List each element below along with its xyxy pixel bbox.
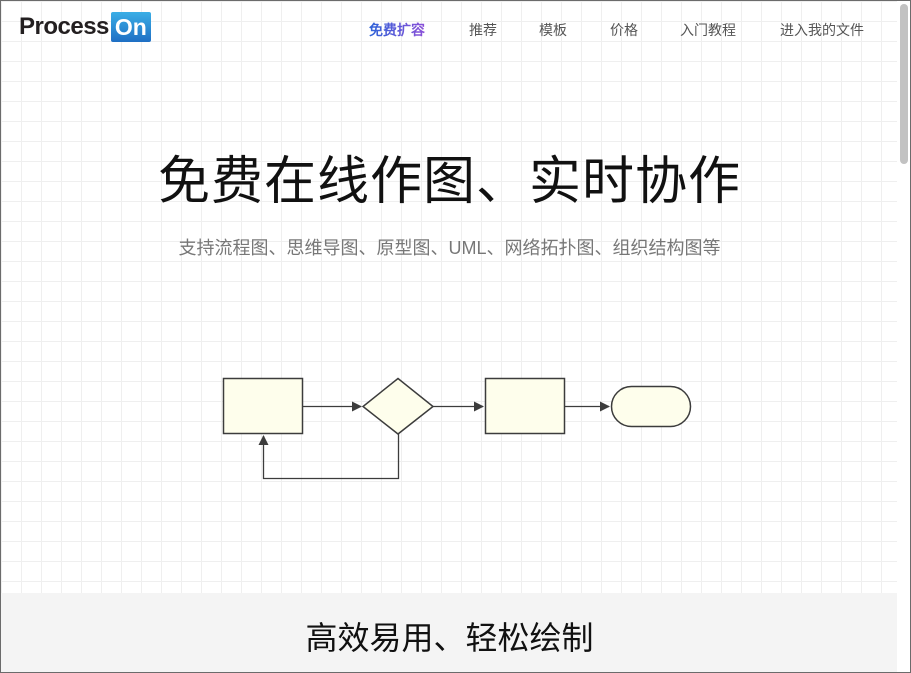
hero-title: 免费在线作图、实时协作: [157, 153, 741, 211]
logo-badge: On: [110, 12, 151, 42]
processon-logo[interactable]: Process On: [19, 11, 151, 43]
scrollbar-thumb[interactable]: [900, 4, 908, 164]
flowchart-illustration: [222, 377, 692, 480]
loop-back-arrow: [258, 434, 400, 480]
top-header: Process On 免费扩容 推荐 模板 价格 入门教程 进入我的文件: [1, 1, 898, 59]
nav-free-expansion[interactable]: 免费扩容: [369, 22, 425, 38]
decision-diamond: [361, 377, 435, 435]
nav-my-files[interactable]: 进入我的文件: [780, 22, 864, 38]
section-title: 高效易用、轻松绘制: [305, 620, 594, 656]
nav-pricing[interactable]: 价格: [610, 22, 638, 38]
nav-tutorial[interactable]: 入门教程: [680, 22, 736, 38]
nav-templates[interactable]: 模板: [539, 22, 567, 38]
process-box-1: [222, 377, 304, 435]
hero-subtitle: 支持流程图、思维导图、原型图、UML、网络拓扑图、组织结构图等: [178, 238, 721, 258]
logo-text: Process: [19, 13, 109, 40]
nav-recommend[interactable]: 推荐: [469, 22, 497, 38]
process-box-2: [484, 377, 566, 435]
scrollbar[interactable]: [897, 1, 910, 672]
features-section: [1, 593, 898, 672]
terminator-shape: [610, 385, 692, 428]
